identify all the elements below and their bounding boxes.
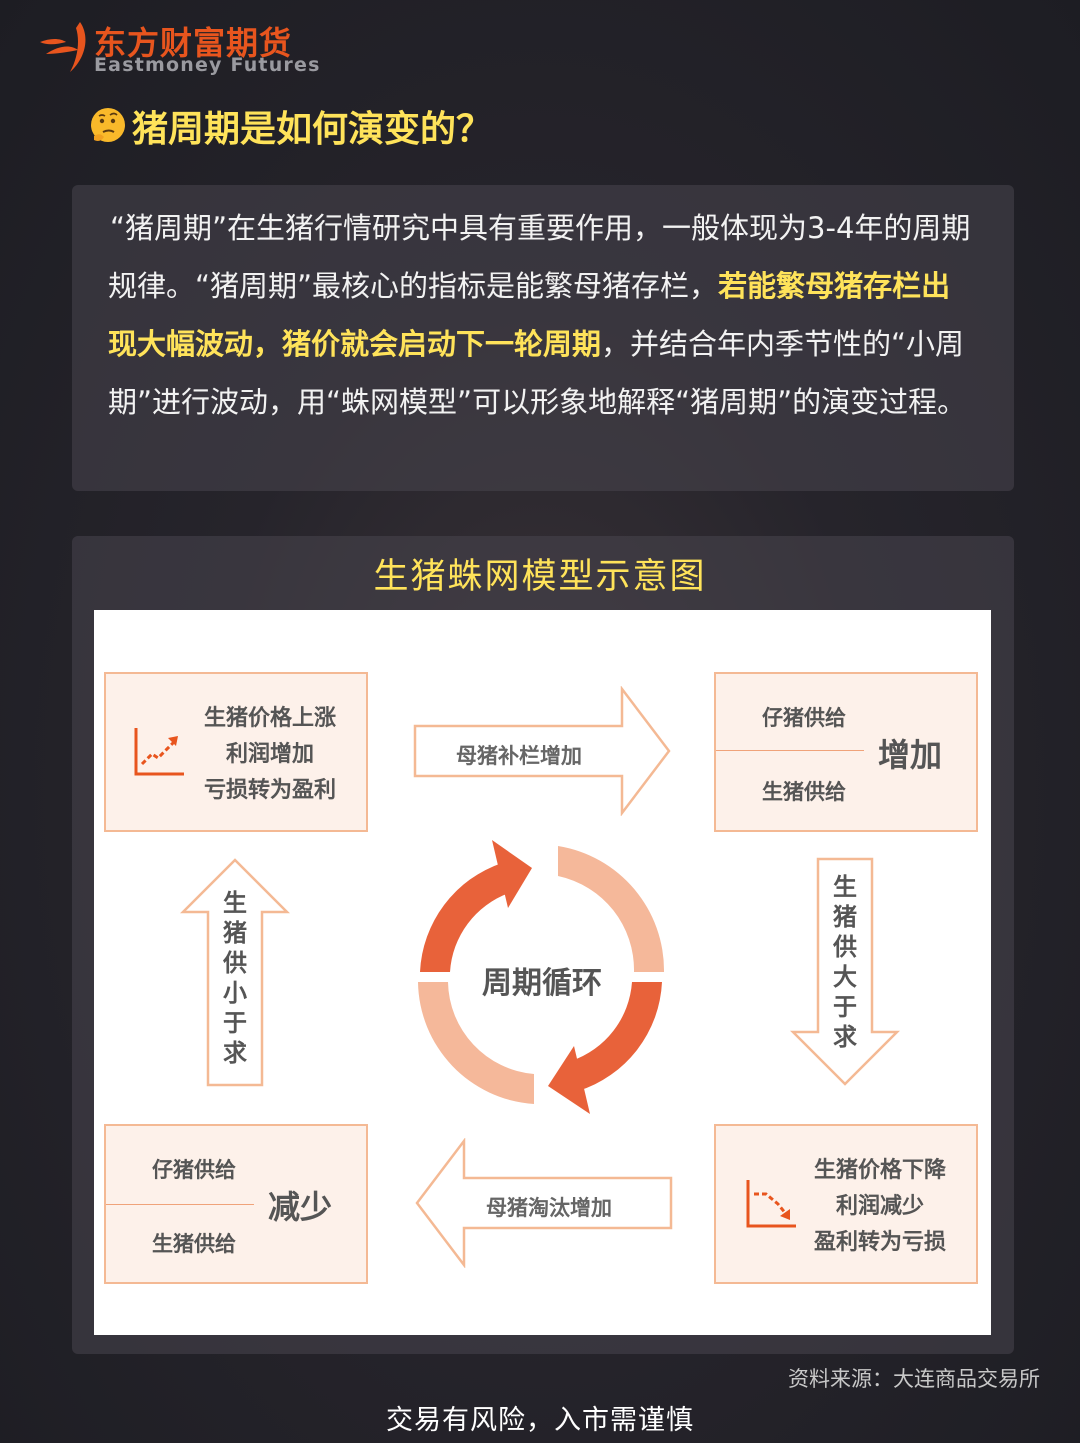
risk-warning: 交易有风险，入市需谨慎 (386, 1405, 694, 1436)
supply-divider-2 (106, 1204, 254, 1205)
brand-name-cn: 东方财富期货 (94, 24, 293, 62)
box-price-fall: 生猪价格下降 利润减少 盈利转为亏损 (714, 1124, 978, 1284)
undersupply-char-2: 猪 (223, 919, 247, 947)
piglet-supply-label: 仔猪供给 (762, 706, 846, 730)
hog-supply-label-2: 生猪供给 (152, 1232, 236, 1256)
undersupply-label: 生 猪 供 小 于 求 (223, 888, 247, 1068)
hog-supply-label: 生猪供给 (762, 780, 846, 804)
rising-chart-icon (134, 728, 184, 776)
thinking-face-icon (91, 108, 125, 142)
piglet-supply-label-2: 仔猪供给 (152, 1158, 236, 1182)
intro-paragraph: “猪周期”在生猪行情研究中具有重要作用，一般体现为3-4年的周期规律。“猪周期”… (108, 199, 978, 431)
falling-chart-icon (746, 1180, 796, 1228)
undersupply-char-3: 供 (223, 949, 247, 977)
intro-highlight: 若能繁母猪存栏出现大幅波动，猪价就会启动下一轮周期 (108, 269, 951, 361)
oversupply-char-1: 生 (833, 873, 857, 901)
box-supply-increase: 仔猪供给 生猪供给 增加 (714, 672, 978, 832)
sow-restock-label: 母猪补栏增加 (456, 744, 582, 768)
price-fall-line-3: 盈利转为亏损 (813, 1230, 946, 1255)
box-supply-decrease: 仔猪供给 生猪供给 减少 (104, 1124, 368, 1284)
price-fall-line-1: 生猪价格下降 (813, 1158, 946, 1183)
undersupply-char-5: 于 (223, 1009, 247, 1037)
cycle-label: 周期循环 (482, 966, 602, 1001)
flame-logo-icon (40, 22, 86, 72)
page-title: 猪周期是如何演变的？ (132, 109, 493, 150)
intro-text-1: “猪周期”在生猪行情研究中具有重要作用，一般体现为3-4年的周期规律。“猪周期”… (108, 211, 971, 303)
source-note: 资料来源：大连商品交易所 (788, 1367, 1040, 1391)
cycle-arrows-icon (418, 840, 665, 1114)
undersupply-char-1: 生 (223, 889, 247, 917)
sow-cull-label: 母猪淘汰增加 (486, 1196, 612, 1220)
supply-decrease-text: 减少 (268, 1188, 333, 1226)
brand-logo: 东方财富期货 Eastmoney Futures (36, 16, 326, 78)
cobweb-diagram: 生猪价格上涨 利润增加 亏损转为盈利 母猪补栏增加 仔猪供给 生猪供给 增加 生… (94, 610, 991, 1335)
oversupply-char-3: 供 (833, 933, 857, 961)
undersupply-char-4: 小 (223, 979, 247, 1007)
oversupply-char-5: 于 (833, 993, 857, 1021)
arrow-up-undersupply (180, 858, 290, 1087)
price-rise-line-2: 利润增加 (225, 742, 314, 767)
diagram-title: 生猪蛛网模型示意图 (373, 557, 707, 597)
intro-text-2: ，并结合年内季节性的“小周期”进行波动，用“蛛网模型”可以形象地解释“猪周期”的… (108, 327, 967, 419)
price-rise-line-1: 生猪价格上涨 (203, 706, 336, 731)
arrow-left-sow-cull (415, 1138, 673, 1268)
price-rise-line-3: 亏损转为盈利 (203, 778, 336, 803)
oversupply-char-2: 猪 (833, 903, 857, 931)
brand-name-en: Eastmoney Futures (94, 54, 321, 76)
page-heading: 猪周期是如何演变的？ (88, 100, 492, 152)
arrow-right-sow-restock (413, 686, 671, 816)
box-price-rise: 生猪价格上涨 利润增加 亏损转为盈利 (104, 672, 368, 832)
price-fall-line-2: 利润减少 (835, 1194, 924, 1219)
arrow-down-oversupply (790, 857, 900, 1086)
supply-divider (716, 750, 864, 751)
oversupply-label: 生 猪 供 大 于 求 (833, 872, 857, 1052)
oversupply-char-4: 大 (833, 963, 857, 991)
undersupply-char-6: 求 (223, 1039, 247, 1067)
oversupply-char-6: 求 (833, 1023, 857, 1051)
supply-increase-text: 增加 (878, 736, 943, 774)
intro-panel: “猪周期”在生猪行情研究中具有重要作用，一般体现为3-4年的周期规律。“猪周期”… (72, 185, 1014, 491)
